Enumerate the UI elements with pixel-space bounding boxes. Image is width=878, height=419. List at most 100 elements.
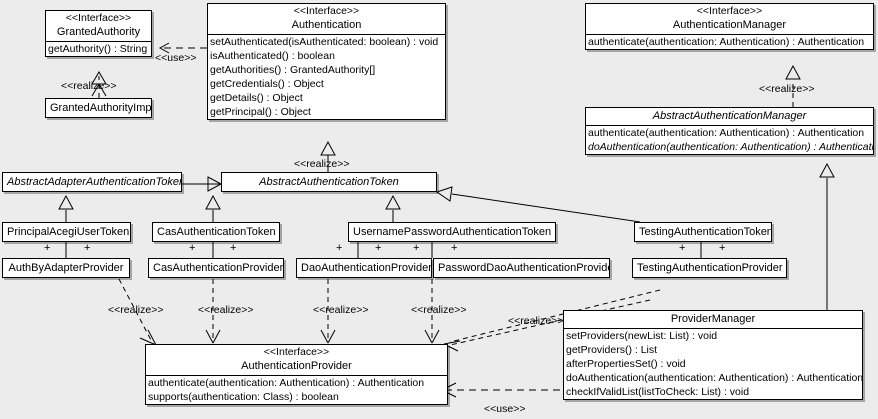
class-cas-authentication-provider[interactable]: CasAuthenticationProvider [148, 258, 284, 278]
label-realize-abstract-authentication-token: <<realize>> [294, 158, 350, 170]
compartment-divider [208, 34, 445, 35]
operation: getAuthorities() : GrantedAuthority[] [210, 64, 376, 76]
operation: doAuthentication(authentication: Authent… [566, 372, 862, 384]
operation: getDetails() : Object [210, 92, 303, 104]
class-abstract-authentication-token[interactable]: AbstractAuthenticationToken [221, 172, 437, 192]
multiplicity-plus: + [451, 242, 458, 254]
stereotype-label: <<Interface>> [65, 12, 132, 24]
operation: setAuthenticated(isAuthenticated: boolea… [210, 36, 439, 48]
compartment-divider [586, 34, 873, 35]
class-provider-manager[interactable]: ProviderManager setProviders(newList: Li… [563, 310, 863, 400]
class-username-password-authentication-token[interactable]: UsernamePasswordAuthenticationToken [348, 222, 556, 242]
class-principal-acegi-user-token[interactable]: PrincipalAcegiUserToken [2, 222, 131, 242]
stereotype-label: <<Interface>> [696, 5, 763, 17]
class-name: AbstractAdapterAuthenticationToken [7, 176, 182, 188]
operations-compartment: setAuthenticated(isAuthenticated: boolea… [208, 35, 445, 119]
class-header: PrincipalAcegiUserToken [3, 223, 130, 241]
operation: checkIfValidList(listToCheck: List) : vo… [566, 386, 750, 398]
class-name: PrincipalAcegiUserToken [7, 226, 130, 238]
class-header: GrantedAuthorityImpl [46, 99, 151, 117]
class-header: CasAuthenticationProvider [149, 259, 283, 277]
class-name: ProviderManager [670, 313, 756, 325]
class-cas-authentication-token[interactable]: CasAuthenticationToken [152, 222, 280, 242]
class-name: TestingAuthenticationToken [639, 226, 772, 238]
class-header: <<Interface>> GrantedAuthority [46, 11, 151, 41]
class-name: DaoAuthenticationProvider [301, 262, 432, 274]
label-use-authentication-granted-authority: <<use>> [155, 52, 197, 64]
compartment-divider [46, 41, 151, 42]
operation: getProviders() : List [566, 344, 658, 356]
class-authentication-provider[interactable]: <<Interface>> AuthenticationProvider aut… [145, 344, 448, 405]
class-name: AuthenticationManager [672, 19, 787, 31]
operation: getAuthority() : String [48, 43, 148, 55]
class-name: AuthByAdapterProvider [8, 262, 124, 274]
operation: doAuthentication(authentication: Authent… [588, 141, 873, 153]
class-granted-authority-impl[interactable]: GrantedAuthorityImpl [45, 98, 152, 118]
class-abstract-adapter-authentication-token[interactable]: AbstractAdapterAuthenticationToken [2, 172, 182, 192]
class-header: AbstractAuthenticationManager [586, 108, 873, 125]
operations-compartment: getAuthority() : String [46, 42, 151, 56]
class-dao-authentication-provider[interactable]: DaoAuthenticationProvider [296, 258, 432, 278]
class-testing-authentication-token[interactable]: TestingAuthenticationToken [634, 222, 772, 242]
operation: isAuthenticated() : boolean [210, 50, 335, 62]
operations-compartment: authenticate(authentication: Authenticat… [586, 35, 873, 49]
label-realize-testing-authentication-provider: <<realize>> [508, 315, 564, 327]
operations-compartment: setProviders(newList: List) : void getPr… [564, 329, 862, 399]
label-realize-auth-by-adapter-provider: <<realize>> [108, 304, 164, 316]
class-header: AbstractAuthenticationToken [222, 173, 436, 191]
class-name: AbstractAuthenticationManager [652, 110, 807, 122]
operation: supports(authentication: Class) : boolea… [148, 391, 339, 403]
class-name: AuthenticationProvider [241, 360, 352, 372]
class-header: AuthByAdapterProvider [3, 259, 129, 277]
operation: setProviders(newList: List) : void [566, 330, 718, 342]
label-realize-abstract-authentication-manager: <<realize>> [759, 83, 815, 95]
class-header: CasAuthenticationToken [153, 223, 279, 241]
operations-compartment: authenticate(authentication: Authenticat… [586, 126, 873, 154]
multiplicity-plus: + [230, 242, 237, 254]
class-header: PasswordDaoAuthenticationProvider [434, 259, 609, 277]
class-name: GrantedAuthority [56, 26, 141, 38]
stereotype-label: <<Interface>> [293, 5, 360, 17]
class-abstract-authentication-manager[interactable]: AbstractAuthenticationManager authentica… [585, 107, 874, 155]
class-header: <<Interface>> AuthenticationProvider [146, 345, 447, 375]
class-name: GrantedAuthorityImpl [50, 102, 152, 114]
class-header: ProviderManager [564, 311, 862, 328]
operation: authenticate(authentication: Authenticat… [148, 377, 425, 389]
class-testing-authentication-provider[interactable]: TestingAuthenticationProvider [632, 258, 787, 278]
class-auth-by-adapter-provider[interactable]: AuthByAdapterProvider [2, 258, 130, 278]
class-name: CasAuthenticationToken [157, 226, 276, 238]
multiplicity-plus: + [189, 242, 196, 254]
multiplicity-plus: + [336, 242, 343, 254]
operation: afterPropertiesSet() : void [566, 358, 686, 370]
operation: getCredentials() : Object [210, 78, 324, 90]
class-password-dao-authentication-provider[interactable]: PasswordDaoAuthenticationProvider [433, 258, 610, 278]
class-header: <<Interface>> AuthenticationManager [586, 4, 873, 34]
operation: authenticate(authentication: Authenticat… [588, 36, 865, 48]
operation: getPrincipal() : Object [210, 106, 311, 118]
multiplicity-plus: + [413, 242, 420, 254]
label-use-provider-manager-authentication-provider: <<use>> [484, 403, 526, 415]
class-name: TestingAuthenticationProvider [637, 262, 783, 274]
class-name: CasAuthenticationProvider [153, 262, 284, 274]
multiplicity-plus: + [375, 242, 382, 254]
operation: authenticate(authentication: Authenticat… [588, 127, 865, 139]
class-header: TestingAuthenticationProvider [633, 259, 786, 277]
operations-compartment: authenticate(authentication: Authenticat… [146, 376, 447, 404]
class-header: AbstractAdapterAuthenticationToken [3, 173, 181, 191]
stereotype-label: <<Interface>> [263, 346, 330, 358]
label-realize-dao-authentication-provider: <<realize>> [313, 304, 369, 316]
multiplicity-plus: + [44, 242, 51, 254]
class-authentication-manager[interactable]: <<Interface>> AuthenticationManager auth… [585, 3, 874, 50]
class-header: <<Interface>> Authentication [208, 4, 445, 34]
multiplicity-plus: + [679, 242, 686, 254]
class-header: TestingAuthenticationToken [635, 223, 771, 241]
label-realize-granted-authority-impl: <<realize>> [61, 80, 117, 92]
multiplicity-plus: + [719, 242, 726, 254]
label-realize-password-dao-authentication-provider: <<realize>> [411, 304, 467, 316]
compartment-divider [564, 328, 862, 329]
class-authentication[interactable]: <<Interface>> Authentication setAuthenti… [207, 3, 446, 120]
class-name: UsernamePasswordAuthenticationToken [353, 226, 552, 238]
class-header: UsernamePasswordAuthenticationToken [349, 223, 555, 241]
class-granted-authority[interactable]: <<Interface>> GrantedAuthority getAuthor… [45, 10, 152, 57]
